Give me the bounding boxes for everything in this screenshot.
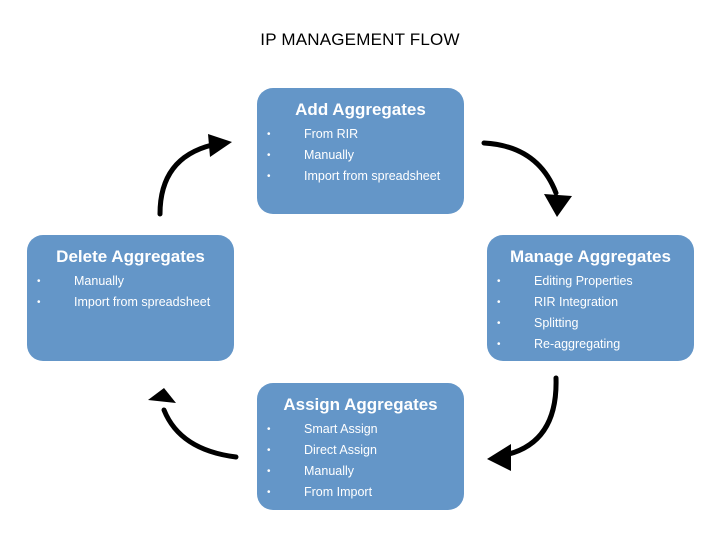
assign-aggregates-box: Assign Aggregates • Smart Assign • Direct …: [257, 383, 464, 510]
bullet: •: [497, 318, 501, 329]
bullet: •: [497, 297, 501, 308]
delete-aggregates-list: • Manually • Import from spreadsheet: [27, 271, 234, 313]
list-item-text: Import from spreadsheet: [304, 169, 441, 183]
bullet: •: [37, 297, 41, 308]
list-item: • Manually: [257, 461, 464, 482]
page-title: IP MANAGEMENT FLOW: [260, 30, 460, 49]
list-item-text: From RIR: [304, 127, 359, 141]
list-item: • Smart Assign: [257, 419, 464, 440]
arrow-assign-to-delete-icon: [148, 388, 239, 460]
bullet: •: [267, 171, 271, 182]
delete-aggregates-title: Delete Aggregates: [56, 247, 205, 266]
bullet: •: [267, 487, 271, 498]
list-item: • From RIR: [257, 124, 464, 145]
bullet: •: [267, 150, 271, 161]
bullet: •: [267, 466, 271, 477]
list-item: • From Import: [257, 482, 464, 503]
manage-aggregates-list: • Editing Properties • RIR Integration • Sp…: [487, 271, 694, 355]
list-item: • Direct Assign: [257, 440, 464, 461]
list-item-text: From Import: [304, 485, 373, 499]
arrow-manage-to-assign-icon: [487, 375, 559, 471]
bullet: •: [497, 339, 501, 350]
list-item-text: Manually: [304, 148, 355, 162]
list-item-text: Manually: [304, 464, 355, 478]
list-item-text: Manually: [74, 274, 125, 288]
add-aggregates-title: Add Aggregates: [295, 100, 426, 119]
bullet: •: [267, 445, 271, 456]
arrow-delete-to-add-icon: [157, 134, 232, 217]
bullet: •: [37, 276, 41, 287]
list-item: • RIR Integration: [487, 292, 694, 313]
list-item: • Manually: [257, 145, 464, 166]
list-item-text: Splitting: [534, 316, 579, 330]
manage-aggregates-box: Manage Aggregates • Editing Properties • R…: [487, 235, 694, 361]
arrow-add-to-manage-icon: [481, 140, 572, 217]
assign-aggregates-list: • Smart Assign • Direct Assign • Manually •…: [257, 419, 464, 503]
list-item-text: RIR Integration: [534, 295, 619, 309]
list-item-text: Re-aggregating: [534, 337, 621, 351]
bullet: •: [267, 424, 271, 435]
manage-aggregates-title: Manage Aggregates: [510, 247, 671, 266]
list-item: • Splitting: [487, 313, 694, 334]
bullet: •: [267, 129, 271, 140]
list-item: • Manually: [27, 271, 234, 292]
list-item-text: Editing Properties: [534, 274, 633, 288]
list-item: • Editing Properties: [487, 271, 694, 292]
list-item-text: Direct Assign: [304, 443, 377, 457]
list-item: • Import from spreadsheet: [27, 292, 234, 313]
list-item: • Re-aggregating: [487, 334, 694, 355]
bullet: •: [497, 276, 501, 287]
list-item-text: Smart Assign: [304, 422, 378, 436]
add-aggregates-box: Add Aggregates • From RIR • Manually • Impo…: [257, 88, 464, 214]
assign-aggregates-title: Assign Aggregates: [283, 395, 438, 414]
list-item: • Import from spreadsheet: [257, 166, 464, 187]
list-item-text: Import from spreadsheet: [74, 295, 211, 309]
delete-aggregates-box: Delete Aggregates • Manually • Import from…: [27, 235, 234, 361]
add-aggregates-list: • From RIR • Manually • Import from spreads…: [257, 124, 464, 187]
